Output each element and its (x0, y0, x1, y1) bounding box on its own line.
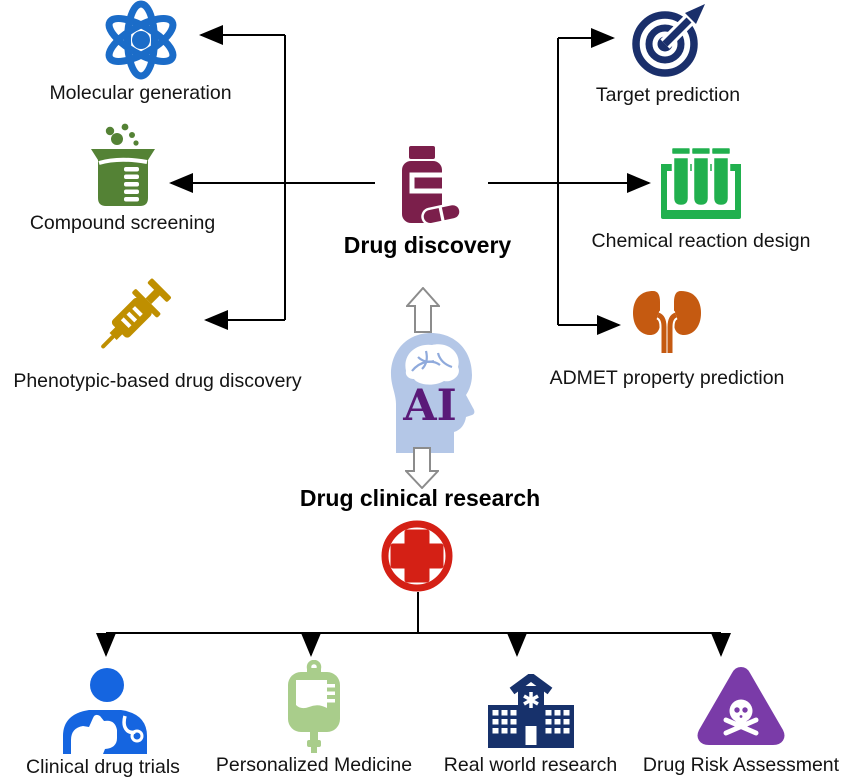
hollow-up-arrow-icon (406, 287, 440, 333)
hazard-triangle-icon (697, 667, 785, 745)
node-drug-risk-assessment: Drug Risk Assessment (632, 664, 850, 776)
ai-head-icon: AI (391, 333, 475, 453)
target-icon (632, 4, 705, 77)
node-molecular-generation: Molecular generation (28, 0, 253, 104)
beaker-icon (90, 123, 155, 206)
label-personalized-medicine: Personalized Medicine (215, 754, 413, 776)
test-tubes-icon (661, 145, 741, 219)
node-chemical-reaction-design: Chemical reaction design (577, 144, 825, 252)
node-drug-discovery: Drug discovery (325, 146, 530, 258)
node-phenotypic-drug-discovery: Phenotypic-based drug discovery (0, 268, 315, 392)
medical-cross-icon (381, 520, 453, 592)
ai-text: AI (402, 381, 456, 431)
node-compound-screening: Compound screening (10, 122, 235, 234)
hollow-down-arrow-icon (405, 447, 439, 489)
node-clinical-drug-trials: Clinical drug trials (8, 666, 198, 778)
hospital-icon (487, 674, 574, 748)
label-compound-screening: Compound screening (29, 212, 216, 234)
node-personalized-medicine: Personalized Medicine (203, 660, 425, 776)
label-target-prediction: Target prediction (595, 84, 741, 106)
label-drug-discovery: Drug discovery (343, 232, 512, 258)
label-drug-risk-assessment: Drug Risk Assessment (642, 754, 840, 776)
iv-bag-icon (288, 660, 340, 753)
label-drug-clinical-research: Drug clinical research (299, 485, 541, 511)
atom-icon (105, 0, 176, 80)
label-admet-prediction: ADMET property prediction (549, 367, 785, 389)
node-real-world-research: Real world research (433, 674, 628, 776)
label-phenotypic-drug-discovery: Phenotypic-based drug discovery (13, 370, 302, 392)
pill-bottle-icon (401, 146, 462, 226)
doctor-icon (63, 668, 147, 754)
node-admet-prediction: ADMET property prediction (537, 289, 797, 389)
node-target-prediction: Target prediction (568, 2, 768, 106)
label-molecular-generation: Molecular generation (49, 82, 232, 104)
syringe-icon (101, 278, 171, 349)
kidneys-icon (633, 291, 701, 353)
label-real-world-research: Real world research (443, 754, 618, 776)
label-clinical-drug-trials: Clinical drug trials (26, 756, 180, 778)
label-chemical-reaction-design: Chemical reaction design (591, 230, 811, 252)
